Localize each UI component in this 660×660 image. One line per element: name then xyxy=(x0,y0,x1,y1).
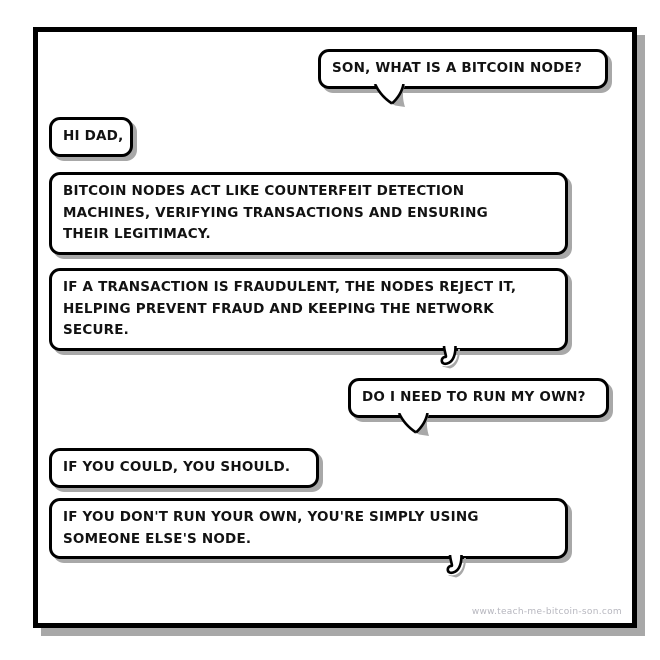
bubble-text: IF A TRANSACTION IS FRAUDULENT, THE NODE… xyxy=(63,279,517,295)
speech-bubble-son-explain-fraud: IF A TRANSACTION IS FRAUDULENT, THE NODE… xyxy=(49,268,568,351)
speech-bubble-son-greeting: HI DAD, xyxy=(49,117,133,157)
bubble-text: IF YOU COULD, YOU SHOULD. xyxy=(63,459,291,475)
bubble-text: BITCOIN NODES ACT LIKE COUNTERFEIT DETEC… xyxy=(63,183,465,199)
bubble-text: SON, WHAT IS A BITCOIN NODE? xyxy=(332,60,582,76)
speech-tail-swoosh-icon xyxy=(397,413,429,436)
speech-tail-swoosh-icon xyxy=(373,84,405,107)
bubble-text: SECURE. xyxy=(63,322,129,338)
watermark-url: www.teach-me-bitcoin-son.com xyxy=(471,607,622,617)
bubble-text: IF YOU DON'T RUN YOUR OWN, YOU'RE SIMPLY… xyxy=(63,509,479,525)
bubble-text: DO I NEED TO RUN MY OWN? xyxy=(362,389,586,405)
speech-bubble-son-answer-should: IF YOU COULD, YOU SHOULD. xyxy=(49,448,319,488)
speech-tail-hook-icon xyxy=(440,346,460,369)
speech-bubble-dad-question-run-own: DO I NEED TO RUN MY OWN? xyxy=(348,378,609,418)
bubble-text: HELPING PREVENT FRAUD AND KEEPING THE NE… xyxy=(63,300,494,317)
speech-bubble-dad-question-node: SON, WHAT IS A BITCOIN NODE? xyxy=(318,49,608,89)
speech-bubble-son-explain-counterfeit: BITCOIN NODES ACT LIKE COUNTERFEIT DETEC… xyxy=(49,172,568,255)
speech-bubble-son-answer-someone-elses: IF YOU DON'T RUN YOUR OWN, YOU'RE SIMPLY… xyxy=(49,498,568,559)
bubble-text: MACHINES, VERIFYING TRANSACTIONS AND ENS… xyxy=(63,204,488,221)
bubble-text: HI DAD, xyxy=(63,128,124,144)
bubble-text: SOMEONE ELSE'S NODE. xyxy=(63,530,252,547)
bubble-text: THEIR LEGITIMACY. xyxy=(63,226,211,242)
speech-tail-hook-icon xyxy=(446,555,466,578)
